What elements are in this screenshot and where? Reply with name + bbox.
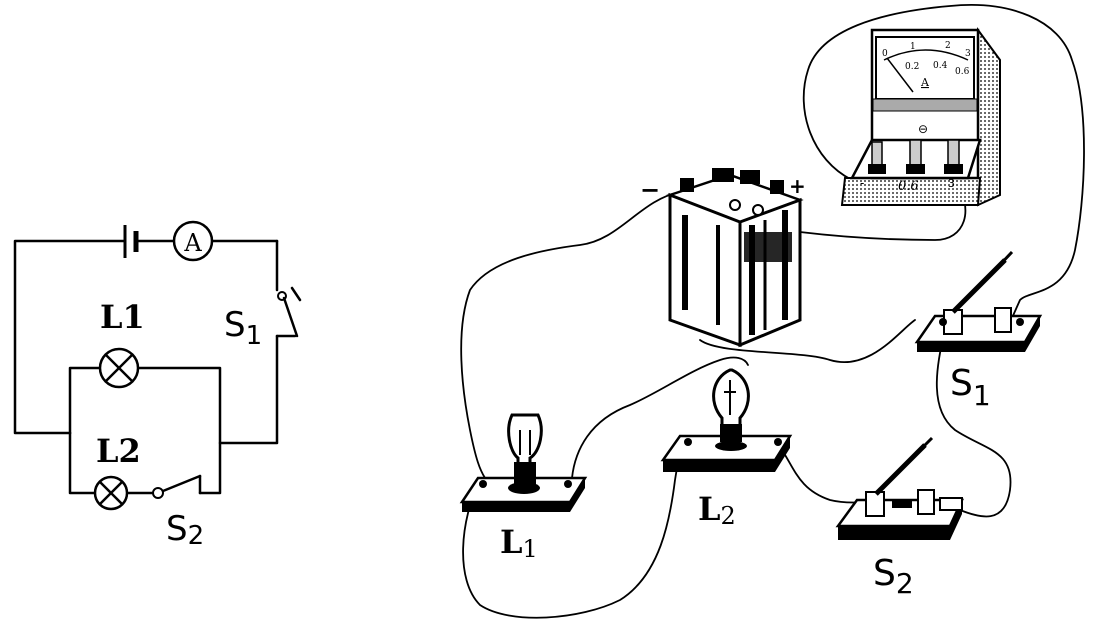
ammeter-terminal-neg-label: -	[860, 176, 864, 190]
schematic-battery	[123, 225, 139, 258]
switch-s1-device[interactable]: S1	[914, 250, 1043, 412]
schematic-ammeter-symbol: A	[183, 229, 202, 257]
lamp-l1-device[interactable]: L1	[459, 413, 588, 563]
ammeter-top-scale-1: 1	[910, 42, 916, 52]
connecting-wires	[460, 4, 1085, 619]
ammeter-terminal-06-label: 0.6	[898, 179, 919, 194]
ammeter-needle	[886, 57, 914, 93]
switch-s2-label: S2	[873, 553, 914, 600]
ammeter-dial	[875, 36, 975, 100]
schematic-switch-s1: S1	[224, 286, 302, 351]
schematic-main-loop	[13, 239, 297, 445]
switch-s1-label: S1	[950, 363, 991, 412]
schematic-lamp-l2-label: L2	[96, 432, 141, 470]
lamp-l1-label: L1	[500, 523, 538, 563]
ammeter-bottom-scale-1: 0.2	[905, 62, 919, 72]
ammeter-bottom-scale-2: 0.4	[933, 61, 948, 71]
battery-positive-sign: +	[789, 174, 806, 198]
switch-s1-handle[interactable]	[993, 250, 1014, 272]
battery-terminal-negative[interactable]	[680, 178, 694, 192]
switch-s2-handle[interactable]	[910, 436, 934, 460]
battery-pack: − +	[640, 168, 806, 348]
ammeter-top-scale-2: 2	[945, 41, 951, 51]
schematic-ammeter: A	[172, 220, 214, 262]
ammeter-terminal-negative[interactable]	[868, 141, 886, 174]
ammeter-top-scale-3: 3	[965, 49, 971, 59]
schematic-switch-s2: S2	[152, 474, 204, 551]
battery-negative-sign: −	[640, 176, 660, 204]
ammeter-top-scale-0: 0	[882, 49, 888, 59]
lamp-l2-label: L2	[698, 490, 736, 530]
ammeter-terminal-3[interactable]	[944, 139, 963, 174]
schematic-lamp-l1-label: L1	[100, 298, 145, 336]
ammeter-terminal-0-6[interactable]	[906, 139, 925, 174]
battery-terminal-positive[interactable]	[770, 180, 784, 194]
physical-circuit: 0 1 2 3 0.2 0.4 0.6 A ⊖ -	[459, 4, 1085, 619]
schematic-diagram: A S1 L1 L2	[13, 220, 302, 551]
ammeter-device: 0 1 2 3 0.2 0.4 0.6 A ⊖ -	[840, 26, 1001, 207]
ammeter-zero-adjust-icon[interactable]: ⊖	[918, 122, 928, 136]
schematic-switch-s2-label: S2	[166, 509, 204, 551]
ammeter-bottom-scale-3: 0.6	[955, 67, 970, 77]
ammeter-terminal-3-label: 3	[948, 177, 955, 190]
schematic-parallel-branches	[68, 366, 222, 495]
ammeter-unit: A	[920, 76, 930, 89]
switch-s2-device[interactable]: S2	[835, 436, 964, 600]
schematic-switch-s1-label: S1	[224, 305, 262, 351]
schematic-lamp-l1: L1	[98, 298, 145, 389]
schematic-lamp-l2: L2	[93, 432, 141, 511]
lamp-l2-device[interactable]: L2	[660, 368, 793, 530]
